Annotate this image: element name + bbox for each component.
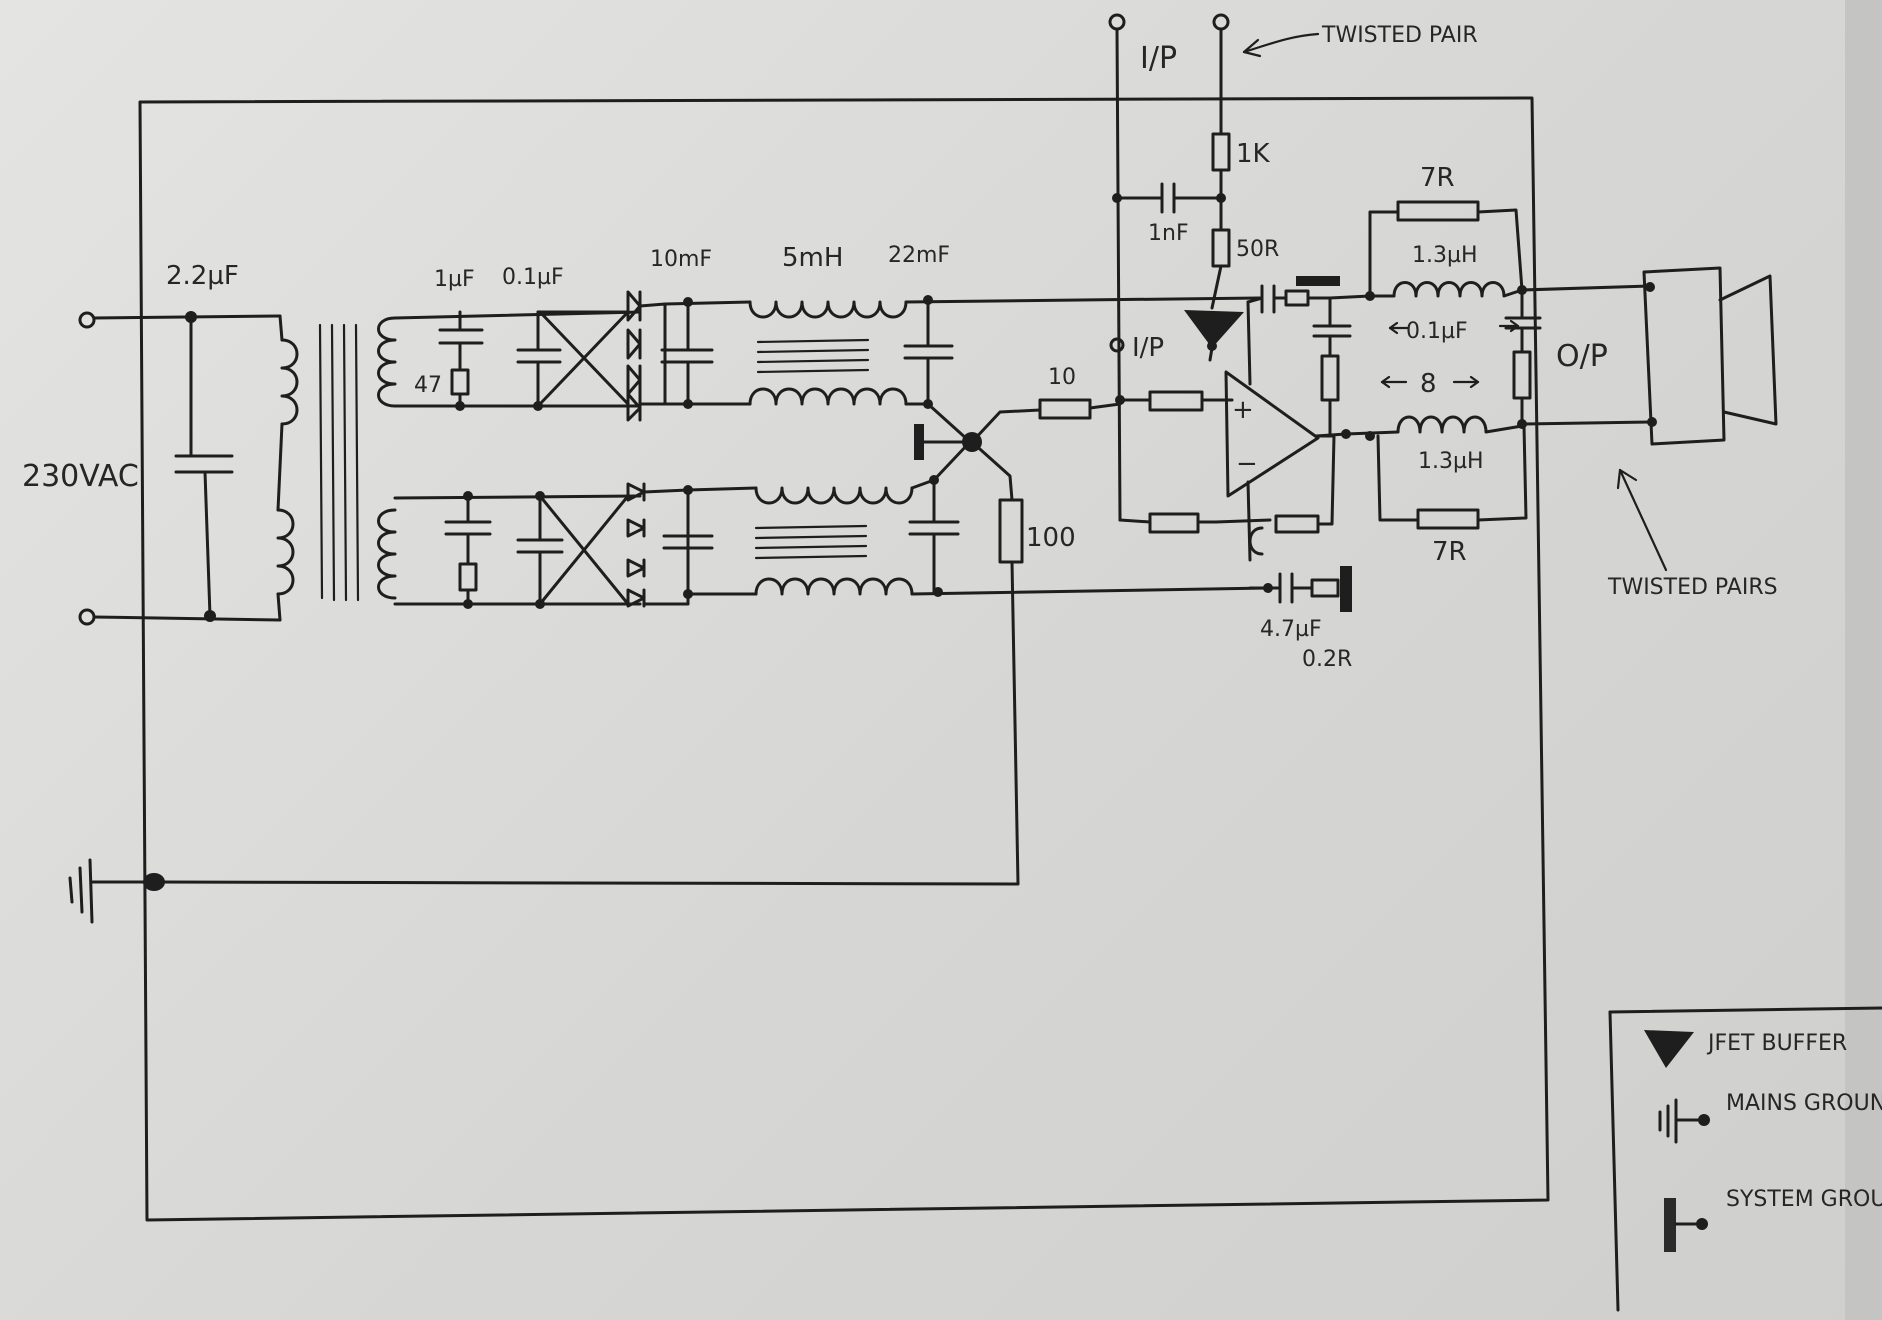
capacitor-4-7uf [1266,572,1314,604]
system-ground-symbol-bottom [1340,566,1352,612]
label-47: 47 [414,373,442,398]
legend-mains-ground-symbol [1658,1098,1710,1144]
negative-rail-supply [393,442,1270,609]
mains-terminal-top [78,311,96,329]
legend-mains-ground-label: MAINS GROUND [1726,1091,1882,1116]
mains-ground [68,858,165,924]
label-10: 10 [1048,365,1076,390]
resistor-1k [1211,132,1231,172]
label-0-1uf-out: 0.1µF [1406,319,1468,344]
resistor-7r-bottom [1416,508,1480,530]
snubber-resistor-bottom [458,562,478,592]
capacitor-1nf [1115,182,1223,214]
input-terminal-ground [1108,13,1126,31]
system-ground-symbol-star [914,424,924,460]
legend-system-ground-label: SYSTEM GROUND. [1726,1187,1882,1212]
resistor-0-2r [1310,578,1340,598]
label-7r-top: 7R [1420,163,1455,193]
label-5mh: 5mH [782,243,843,273]
label-1k: 1K [1236,139,1271,169]
label-22mf: 22mF [888,243,950,268]
label-twisted-pairs: TWISTED PAIRS [1607,575,1778,600]
output-network [1312,200,1657,530]
label-1-3uh-bottom: 1.3µH [1418,449,1484,474]
mains-transformer [276,314,397,622]
input-terminal-signal [1212,13,1230,31]
loudspeaker [1642,266,1778,446]
resistor-100 [998,498,1024,564]
legend-jfet-symbol [1644,1030,1694,1068]
inductor-1-3uh-bottom [1344,415,1524,436]
snubber-resistor-top [450,368,470,396]
label-1nf: 1nF [1148,221,1189,246]
opamp-plus-label: + [1232,395,1254,425]
mains-input [78,311,282,626]
legend-jfet-label: JFET BUFFER [1706,1031,1847,1056]
label-50r: 50R [1236,237,1279,262]
mains-x-capacitor [174,315,234,618]
label-2-2uf: 2.2µF [166,261,239,291]
star-ground [156,398,1122,886]
opamp-minus-label: − [1236,449,1258,479]
label-230vac: 230VAC [22,459,139,494]
label-100: 100 [1026,523,1076,553]
inductor-1-3uh-top [1368,281,1524,298]
zobel-resistor [1320,354,1340,402]
jfet-buffer [1184,310,1244,348]
output-zobel-resistor [1512,350,1532,400]
label-7r-bottom: 7R [1432,537,1467,567]
label-0-1uf: 0.1µF [502,265,564,290]
label-0-2r: 0.2R [1302,647,1352,672]
mains-terminal-bottom [78,608,96,626]
label-ip-mid: I/P [1132,333,1164,363]
bridge-diodes-top [626,290,642,422]
paper-edge [1845,0,1882,1320]
input-terminal-mid [1109,337,1125,353]
system-ground-symbol-top [1296,276,1340,286]
positive-rail-supply [393,290,1262,442]
legend-system-ground-symbol [1664,1198,1708,1252]
chassis-outline [138,96,1550,1222]
label-1uf: 1µF [434,267,475,292]
label-op: O/P [1556,339,1608,374]
feedback-ground-resistor [1148,512,1200,534]
annotation-arrows [1242,32,1668,572]
power-opamp [1224,370,1320,498]
legend-box: JFET BUFFER MAINS GROUND SYSTEM GROUND. [1608,1006,1882,1312]
label-8: 8 [1420,369,1437,399]
resistor-7r-top [1396,200,1480,222]
resistor-50r [1211,228,1231,268]
label-4-7uf: 4.7µF [1260,617,1322,642]
label-twisted-pair: TWISTED PAIR [1321,23,1478,48]
input-stage: + − [1108,13,1372,612]
label-ip-top: I/P [1140,41,1177,76]
input-resistor [1148,390,1204,412]
bridge-diodes-bottom [626,482,646,608]
resistor-10 [1038,398,1092,420]
label-10mf: 10mF [650,247,712,272]
component-labels: 230VAC 2.2µF 1µF 0.1µF 10mF 5mH 22mF 47 … [22,23,1778,672]
label-1-3uh-top: 1.3µH [1412,243,1478,268]
